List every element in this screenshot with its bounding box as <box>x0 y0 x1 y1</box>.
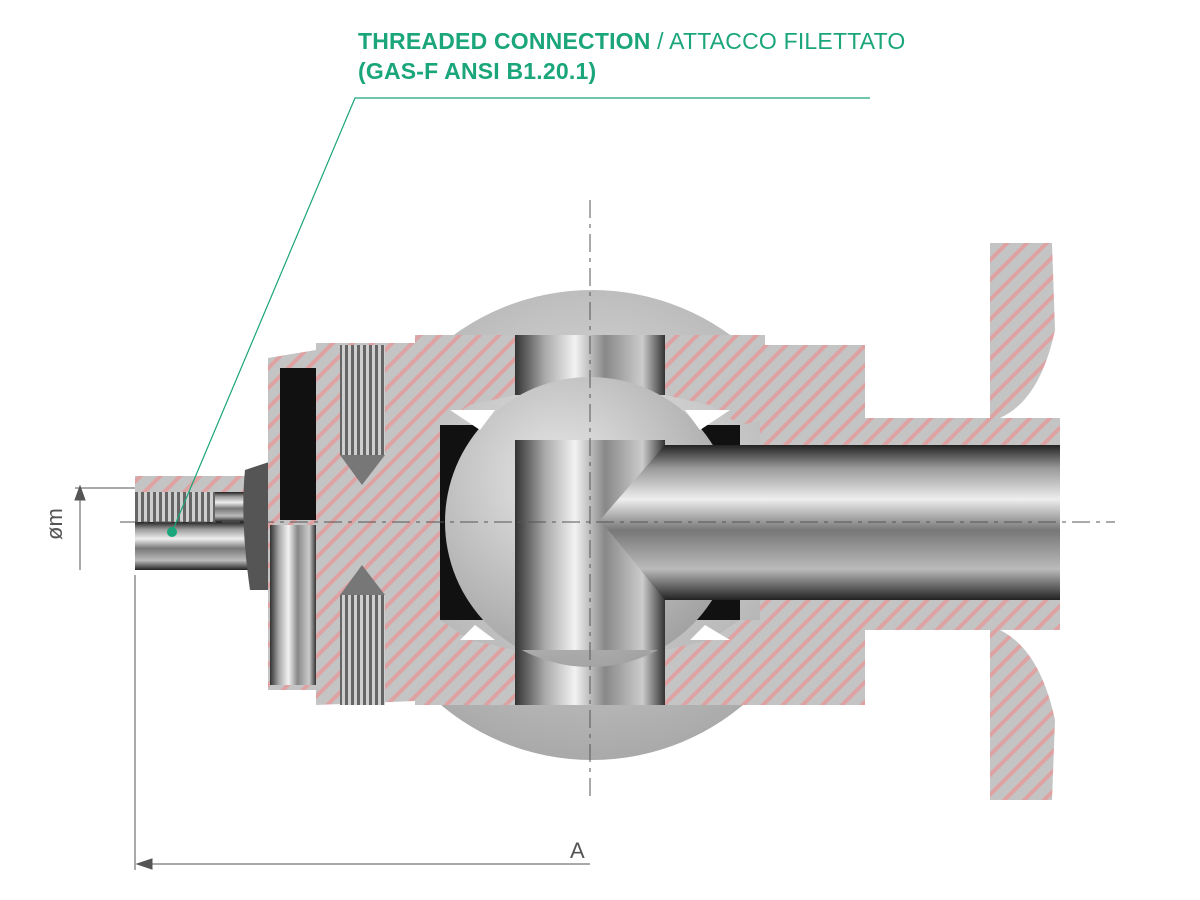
dimension-diameter-label: øm <box>42 508 67 540</box>
dimension-lines <box>74 484 590 870</box>
callout-title-en: THREADED CONNECTION <box>358 28 651 54</box>
callout-leader <box>167 97 870 537</box>
callout-separator: / <box>650 28 670 54</box>
left-cap <box>268 343 440 705</box>
callout-title-it: ATTACCO FILETTATO <box>669 28 906 54</box>
dimension-a-label: A <box>570 838 585 863</box>
callout-label: THREADED CONNECTION / ATTACCO FILETTATO … <box>358 26 906 86</box>
callout-spec: (GAS-F ANSI B1.20.1) <box>358 58 597 84</box>
centerlines <box>120 200 1115 800</box>
callout-dot <box>167 527 177 537</box>
threaded-connection <box>135 460 280 590</box>
